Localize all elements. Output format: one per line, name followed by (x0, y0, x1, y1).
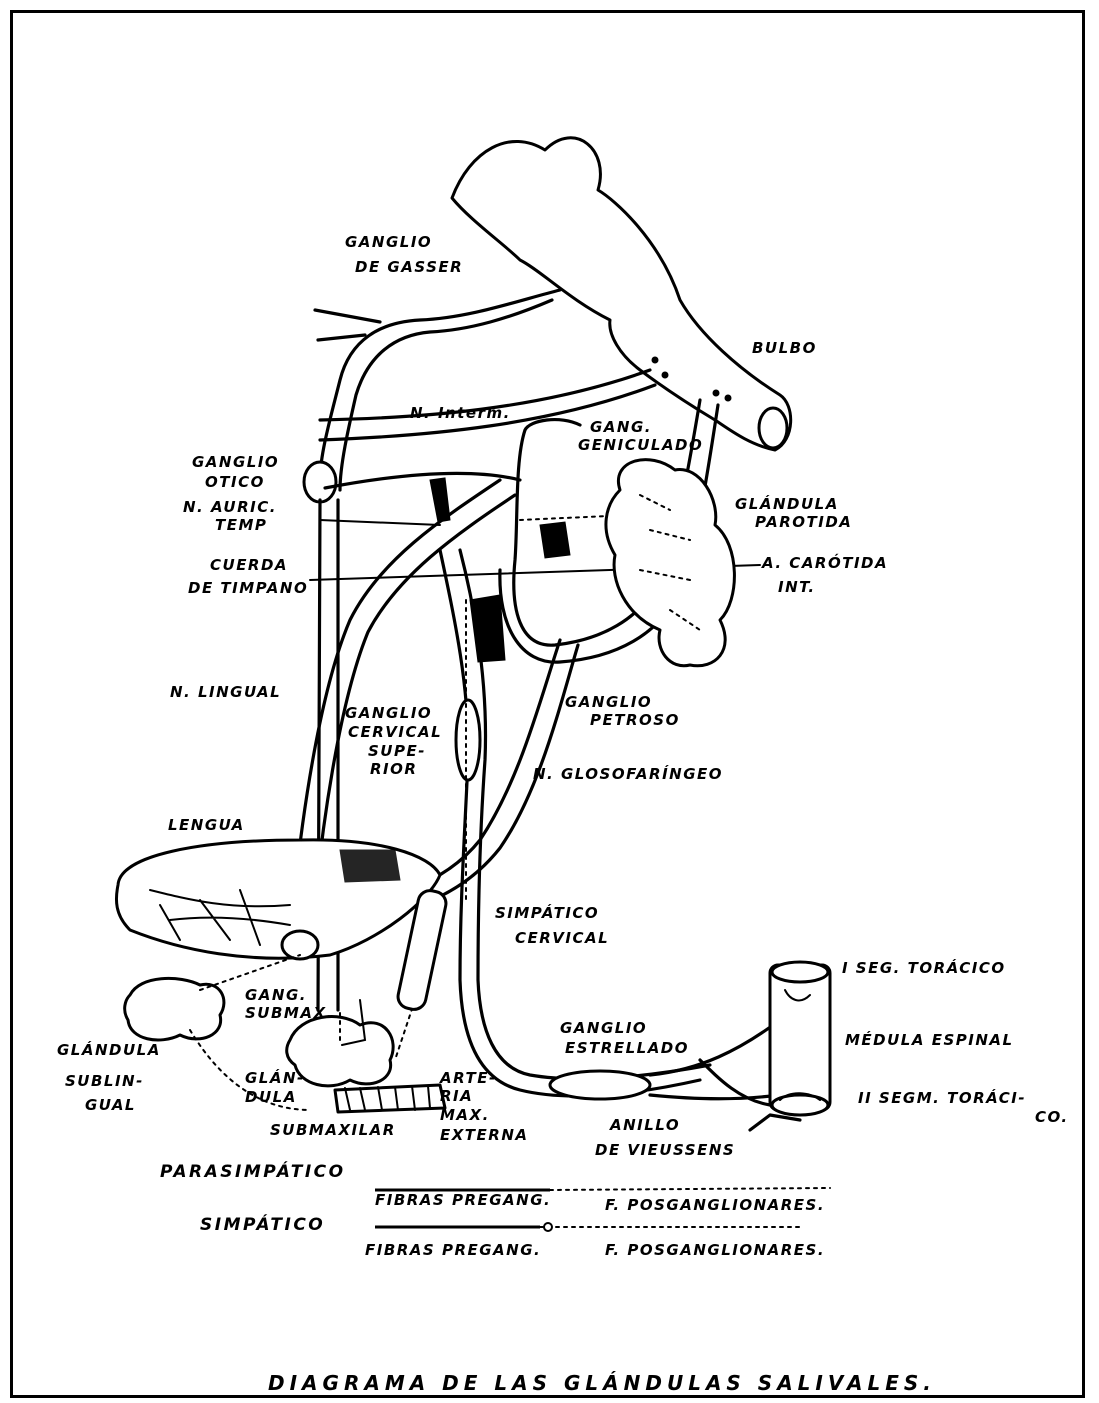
label-anillo-vieussens: ANILLO DE VIEUSSENS (595, 1116, 735, 1159)
label-glandula-sublingual: GLÁNDULA SUBLIN- GUAL (57, 1040, 168, 1114)
label-n-interm: N. Interm. (410, 404, 511, 422)
trigeminal-nerve (320, 290, 560, 490)
ganglio-cervical-superior (456, 700, 480, 780)
label-ganglio-petroso: GANGLIO PETROSO (565, 693, 680, 729)
label-seg-toracico-1: I SEG. TORÁCICO (842, 958, 1006, 977)
label-n-auric-temp: N. AURIC. TEMP (183, 498, 284, 534)
label-gang-submax: GANG. SUBMAX. (245, 986, 334, 1022)
label-medula-espinal: MÉDULA ESPINAL (845, 1030, 1014, 1049)
bulbo-section (759, 408, 787, 448)
label-n-lingual: N. LINGUAL (170, 683, 281, 701)
label-seg-toracico-2: II SEGM. TORÁCI- CO. (858, 1088, 1069, 1126)
medula-espinal (770, 965, 830, 1110)
label-bulbo: BULBO (752, 339, 817, 357)
label-simpatico-cervical: SIMPÁTICO CERVICAL (495, 903, 609, 947)
nucleus-dot (662, 372, 668, 378)
legend-parasymp-post-line (550, 1188, 830, 1190)
glandula-parotida (606, 460, 734, 666)
legend-parasimpatico: PARASIMPÁTICO (160, 1160, 346, 1182)
legend-simpatico: SIMPÁTICO (200, 1213, 325, 1235)
label-ganglio-cervical: GANGLIO CERVICAL SUPE- RIOR (345, 704, 449, 778)
legend-fibras-pregang-1: FIBRAS PREGANG. (375, 1191, 551, 1209)
legend-f-posgang-1: F. POSGANGLIONARES. (605, 1196, 825, 1214)
nucleus-dot (652, 357, 658, 363)
label-ganglio-estrellado: GANGLIO ESTRELLADO (560, 1019, 689, 1057)
label-gang-geniculado: GANG. GENICULADO (578, 418, 703, 454)
ganglio-otico (304, 462, 336, 502)
label-lengua: LENGUA (168, 816, 245, 834)
label-cuerda-timpano: CUERDA DE TIMPANO (188, 556, 308, 597)
label-ganglio-gasser: GANGLIO DE GASSER (345, 233, 463, 276)
legend-f-posgang-2: F. POSGANGLIONARES. (605, 1241, 825, 1259)
ganglio-estrellado (550, 1071, 650, 1099)
label-ganglio-otico: GANGLIO OTICO (192, 453, 286, 491)
diagram-title: DIAGRAMA DE LAS GLÁNDULAS SALIVALES. (268, 1371, 936, 1395)
nucleus-dot (725, 395, 731, 401)
nucleus-dot (713, 390, 719, 396)
legend-fibras-pregang-2: FIBRAS PREGANG. (365, 1241, 541, 1259)
label-n-glosofaringeo: N. GLOSOFARÍNGEO (533, 764, 723, 783)
label-glandula-parotida: GLÁNDULA PAROTIDA (735, 494, 852, 531)
label-carotida-int: A. CARÓTIDA INT. (761, 553, 895, 596)
label-arteria-max-externa: ARTE- RIA MAX. EXTERNA (439, 1069, 529, 1144)
